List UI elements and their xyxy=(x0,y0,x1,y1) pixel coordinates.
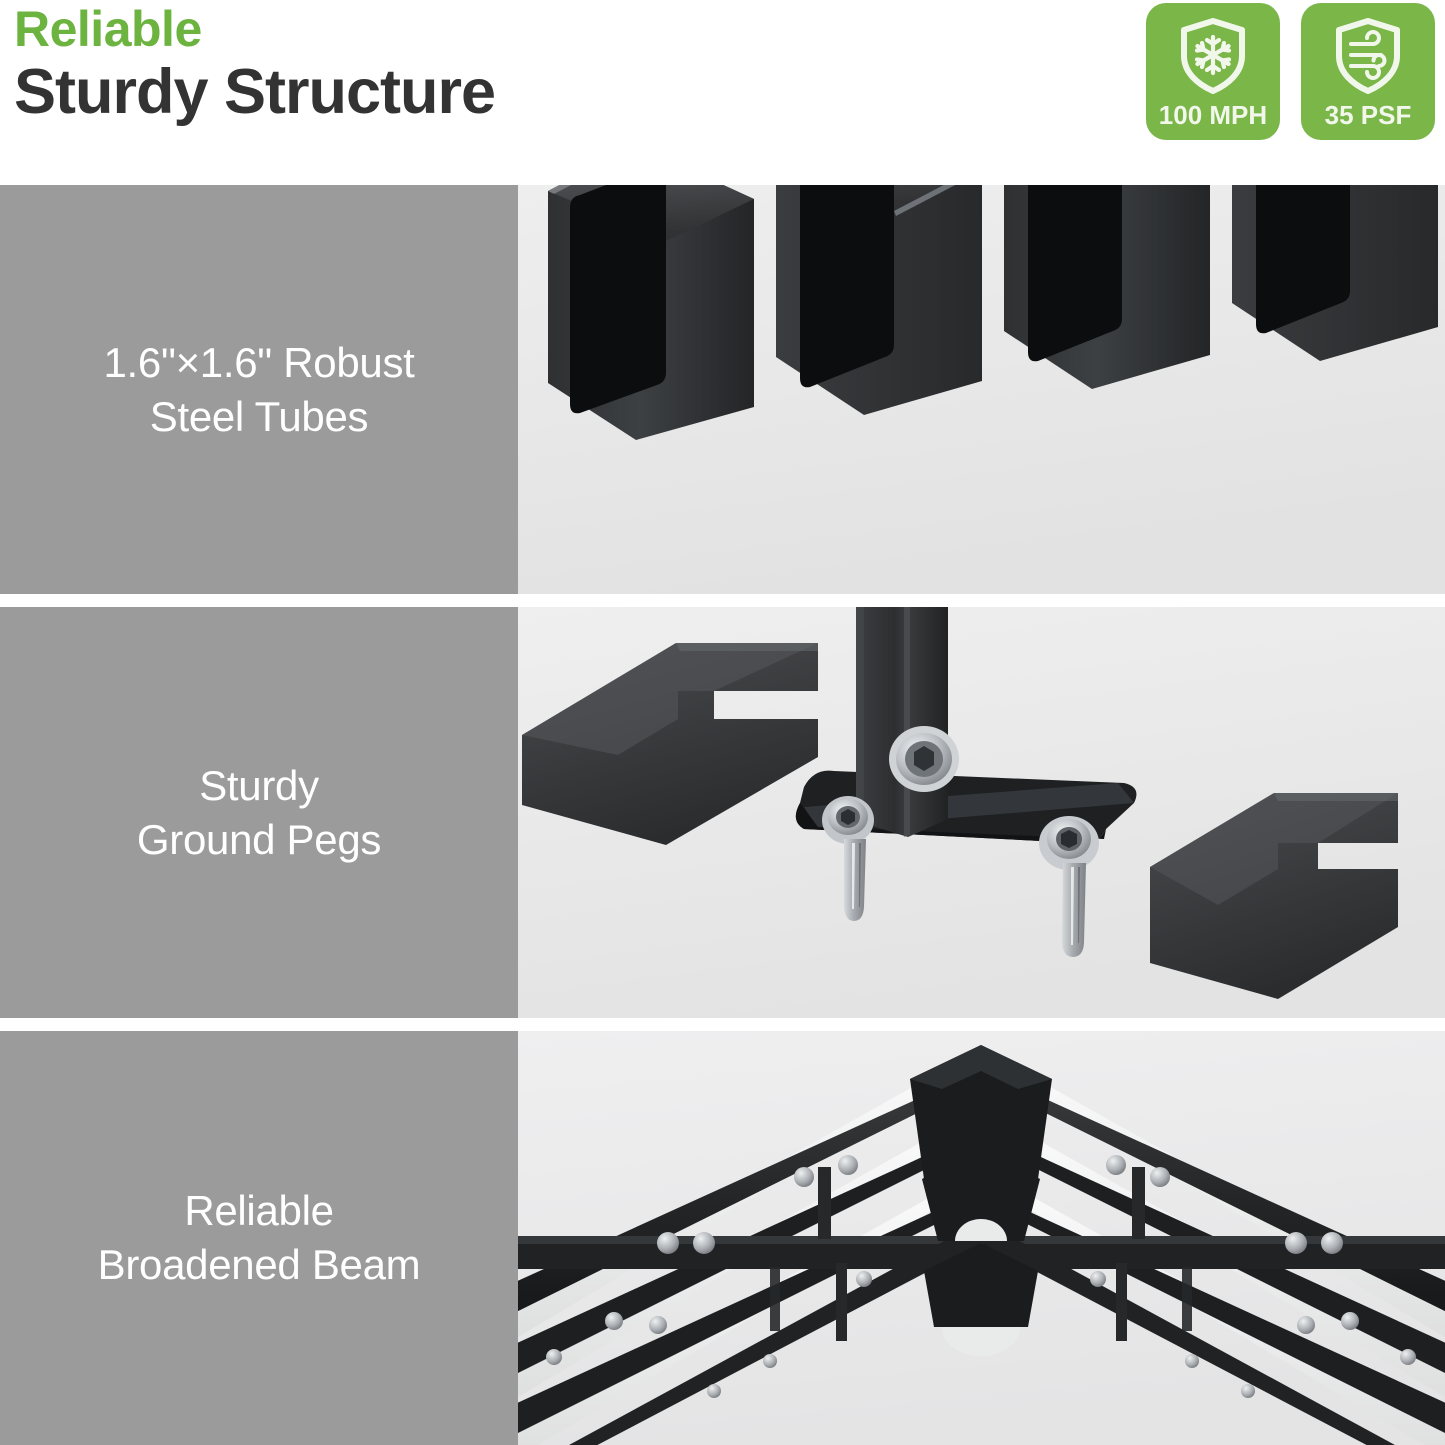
caption-text-ground-pegs: Sturdy Ground Pegs xyxy=(119,759,399,867)
caption-line-1: Sturdy xyxy=(199,761,319,809)
caption-line-2: Ground Pegs xyxy=(136,815,382,863)
caption-line-1: Reliable xyxy=(184,1187,334,1235)
headline-eyebrow: Reliable xyxy=(14,1,202,57)
feature-row-broadened-beam: Reliable Broadened Beam xyxy=(0,1031,1445,1445)
certification-badge-row: 100 MPH 35 PSF xyxy=(1146,3,1435,140)
feature-rows: 1.6"×1.6" Robust Steel Tubes xyxy=(0,185,1445,1445)
badge-snow-load-rating-label: 35 PSF xyxy=(1324,100,1412,130)
shield-snowflake-icon xyxy=(1174,16,1252,96)
badge-wind-rating: 100 MPH xyxy=(1146,3,1280,140)
caption-line-2: Broadened Beam xyxy=(97,1241,421,1288)
black-square-steel-tubes-photo xyxy=(518,185,1445,594)
badge-snow-load-rating: 35 PSF xyxy=(1301,3,1435,140)
caption-line-2: Steel Tubes xyxy=(149,392,369,440)
page-header: Reliable Sturdy Structure xyxy=(0,0,1445,185)
ground-peg-anchor-plate-photo xyxy=(518,607,1445,1018)
page-title: Sturdy Structure xyxy=(14,57,496,127)
caption-text-broadened-beam: Reliable Broadened Beam xyxy=(80,1184,439,1292)
caption-line-1: 1.6"×1.6" Robust xyxy=(103,338,415,386)
caption-cell-broadened-beam: Reliable Broadened Beam xyxy=(0,1031,518,1445)
feature-row-steel-tubes: 1.6"×1.6" Robust Steel Tubes xyxy=(0,185,1445,594)
caption-cell-steel-tubes: 1.6"×1.6" Robust Steel Tubes xyxy=(0,185,518,594)
caption-text-steel-tubes: 1.6"×1.6" Robust Steel Tubes xyxy=(85,336,432,444)
gazebo-roof-peak-beam-photo xyxy=(518,1031,1445,1445)
feature-row-ground-pegs: Sturdy Ground Pegs xyxy=(0,607,1445,1018)
headline-block: Reliable Sturdy Structure xyxy=(14,1,496,127)
shield-wind-icon xyxy=(1329,16,1407,96)
caption-cell-ground-pegs: Sturdy Ground Pegs xyxy=(0,607,518,1018)
badge-wind-rating-label: 100 MPH xyxy=(1158,100,1268,130)
